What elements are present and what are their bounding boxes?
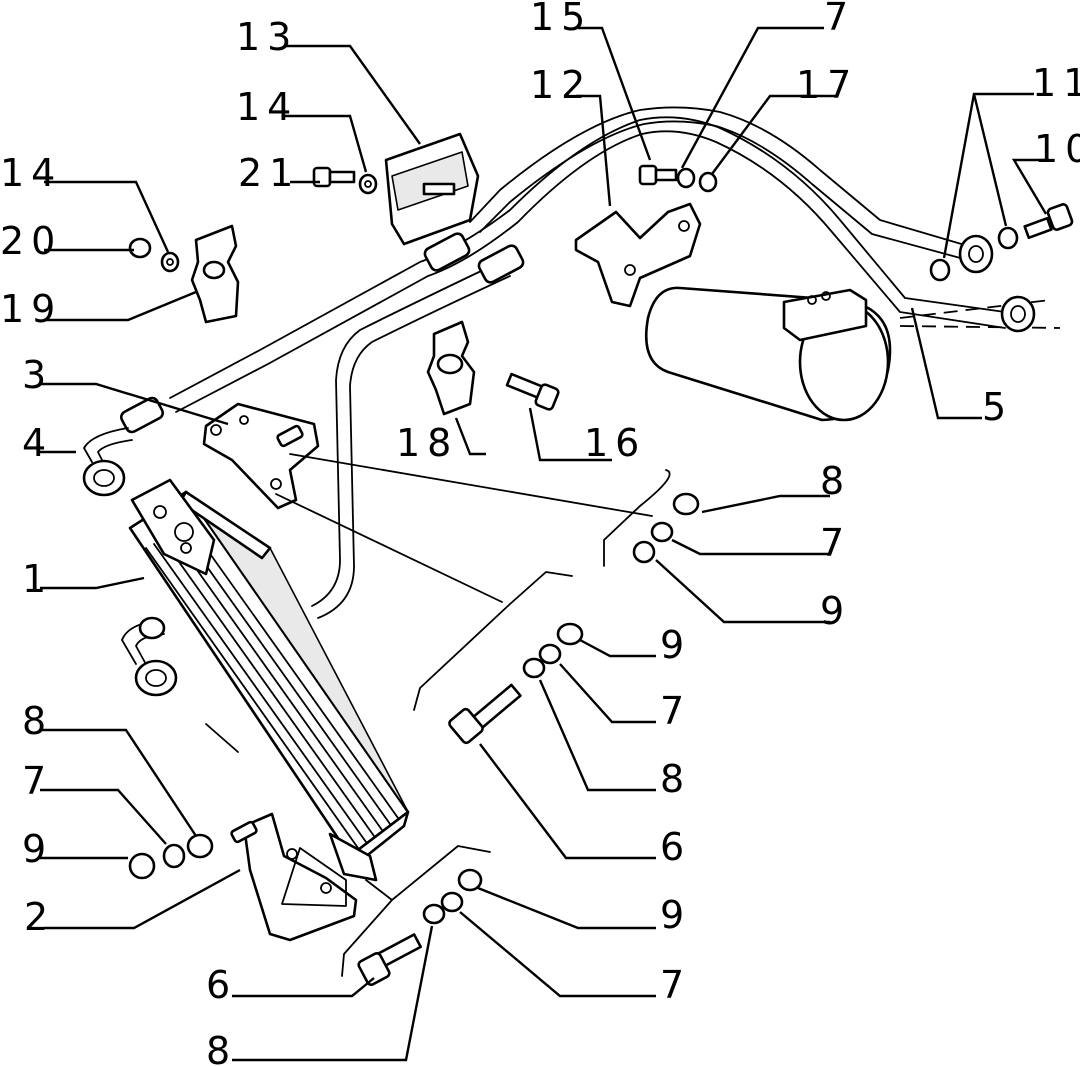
washer-7-left <box>162 843 186 869</box>
callout-1: 1 <box>22 557 53 601</box>
washer-8-low <box>422 903 446 925</box>
washer-8-left <box>186 833 214 859</box>
callout-9-low: 9 <box>660 893 691 937</box>
callout-14: 14 <box>236 85 298 129</box>
bolt-15 <box>638 164 678 186</box>
washer-7-mid <box>538 643 562 665</box>
washer-7-top <box>676 167 696 189</box>
nut-9-right <box>632 540 656 564</box>
pipe-end-fittings <box>958 234 1036 333</box>
nut-9-left <box>128 852 156 880</box>
bolt-16 <box>505 372 560 411</box>
pipe-clamp-13 <box>384 132 480 246</box>
fitting-nut-upper <box>82 459 126 497</box>
callout-17: 17 <box>796 63 858 107</box>
callout-18: 18 <box>396 421 458 465</box>
callout-11: 11 <box>1032 61 1080 105</box>
callout-5: 5 <box>982 385 1013 429</box>
callout-7-left: 7 <box>22 759 53 803</box>
callout-19: 19 <box>0 287 62 331</box>
washer-8-mid <box>522 657 546 679</box>
callout-8-bottom: 8 <box>206 1029 237 1066</box>
assembly-lines <box>205 453 671 977</box>
washer-8-right <box>672 492 700 516</box>
hose-sleeve-b <box>477 244 525 284</box>
fitting-nut-lower <box>134 659 178 697</box>
oil-cooler <box>128 478 410 882</box>
washer-7-low <box>440 891 464 913</box>
nut-9-low <box>457 868 483 892</box>
callout-2: 2 <box>24 895 55 939</box>
callout-8-mid: 8 <box>660 757 691 801</box>
callout-7-mid: 7 <box>660 689 691 733</box>
bracket-lower <box>230 812 358 942</box>
pipe-clamp-18 <box>426 320 476 416</box>
bolt-21 <box>312 166 356 188</box>
callout-20: 20 <box>0 219 62 263</box>
pipe-fittings <box>82 459 178 697</box>
callout-7-right: 7 <box>820 521 851 565</box>
washer-14-left <box>160 251 180 273</box>
receiver-drier <box>644 286 1061 422</box>
washer-11-b <box>997 226 1019 250</box>
callout-15: 15 <box>530 0 592 39</box>
callout-6-low: 6 <box>206 963 237 1007</box>
nut-9-mid <box>556 622 584 646</box>
washer-14 <box>358 173 378 195</box>
hose-sleeve-c <box>119 396 165 434</box>
callout-9-left: 9 <box>22 827 53 871</box>
hardware <box>128 164 1074 987</box>
callout-3: 3 <box>22 353 53 397</box>
bolt-10 <box>1023 203 1074 240</box>
washer-7-right <box>650 521 674 543</box>
callout-8-right: 8 <box>820 459 851 503</box>
bolt-6-low <box>357 933 423 987</box>
callout-12: 12 <box>530 63 592 107</box>
callout-13: 13 <box>236 15 298 59</box>
callout-16: 16 <box>584 421 646 465</box>
bracket-12 <box>574 202 702 308</box>
callout-7-top: 7 <box>824 0 855 39</box>
oil-pipes <box>83 106 1006 669</box>
callout-9-right: 9 <box>820 589 851 633</box>
callout-8-left: 8 <box>22 699 53 743</box>
callout-leaders <box>40 26 1048 1062</box>
callout-6-mid: 6 <box>660 825 691 869</box>
callout-21: 21 <box>238 151 300 195</box>
pipe-clamp-19 <box>190 224 240 324</box>
bracket-upper <box>202 402 320 510</box>
callout-9-mid: 9 <box>660 623 691 667</box>
cooler-fins <box>145 519 399 849</box>
nut-20 <box>128 237 152 259</box>
washer-11-a <box>929 258 951 282</box>
callout-4: 4 <box>22 421 53 465</box>
washer-17 <box>698 171 718 193</box>
hose-sleeve-a <box>423 232 471 272</box>
callout-14-left: 14 <box>0 151 62 195</box>
callout-7-low: 7 <box>660 963 691 1007</box>
bolt-6-mid <box>448 683 522 745</box>
callout-10: 10 <box>1034 127 1080 171</box>
